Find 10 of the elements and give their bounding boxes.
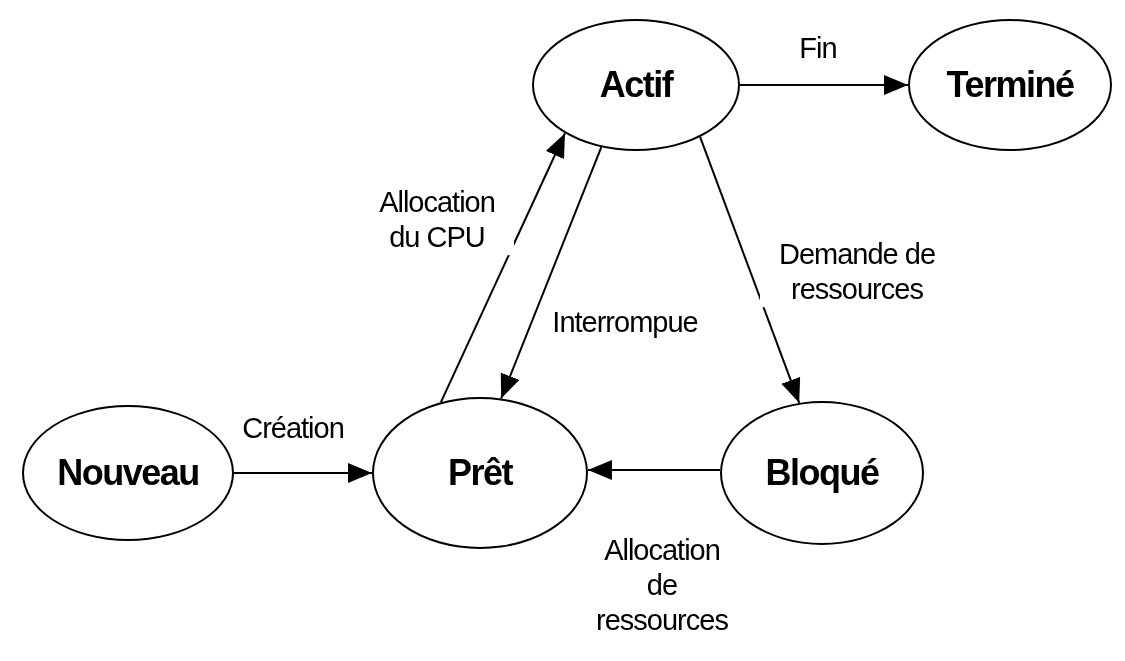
- arrow: [439, 132, 566, 404]
- arrow: [739, 75, 909, 95]
- state-name: Nouveau: [57, 452, 199, 494]
- arrow: [699, 135, 801, 404]
- state-name: Actif: [599, 64, 673, 106]
- state-name: Bloqué: [765, 452, 879, 494]
- state-name: Terminé: [946, 64, 1074, 106]
- state-name: Prêt: [448, 452, 512, 494]
- arrow: [586, 460, 722, 480]
- arrow: [233, 463, 373, 483]
